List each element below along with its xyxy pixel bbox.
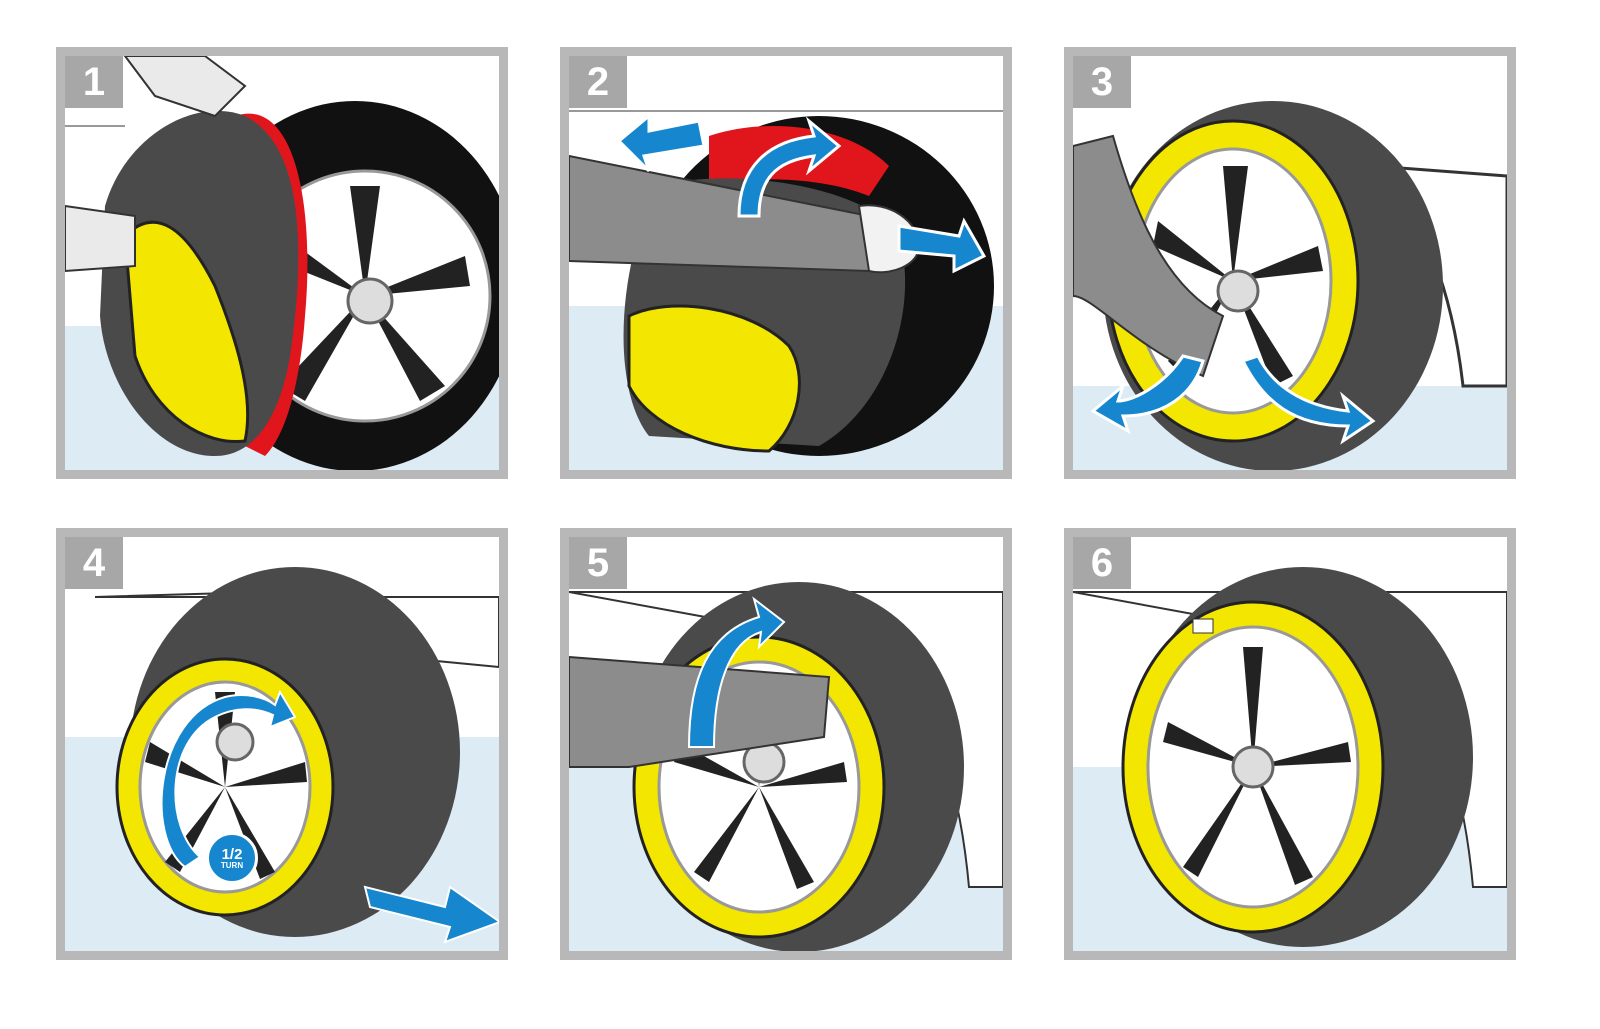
step-panel-1: 1 [56, 47, 508, 479]
push-arrow [363, 885, 499, 944]
hub [346, 277, 394, 325]
turn-fraction: 1/2 [221, 845, 243, 863]
hub [215, 722, 255, 762]
turn-word: TURN [220, 860, 244, 870]
step-6-illustration [1073, 567, 1507, 951]
lift-arrow [687, 596, 786, 748]
tuck-arrows [1090, 354, 1376, 445]
hub [1216, 269, 1260, 313]
hub [1231, 745, 1275, 789]
step-panel-6: 6 [1064, 528, 1516, 960]
step-number-badge: 6 [1073, 537, 1131, 589]
step-number-badge: 3 [1073, 56, 1131, 108]
step-number-badge: 4 [65, 537, 123, 589]
step-number-badge: 2 [569, 56, 627, 108]
step-2-illustration [569, 110, 1003, 470]
half-turn-badge: 1/2 TURN [206, 832, 258, 884]
step-4-illustration [65, 567, 499, 951]
step-1-illustration [65, 56, 499, 470]
rotate-arrow [160, 689, 297, 869]
arm [1073, 134, 1225, 378]
step-number-badge: 5 [569, 537, 627, 589]
step-panel-3: 3 [1064, 47, 1516, 479]
step-number-badge: 1 [65, 56, 123, 108]
step-panel-5: 5 [560, 528, 1012, 960]
step-5-illustration [569, 582, 1003, 951]
sock-label-tag [1192, 618, 1214, 634]
sock-yellow-edge [123, 220, 250, 444]
sleeve-left [65, 204, 136, 273]
rim-spokes [1163, 647, 1351, 885]
sleeve-top [123, 56, 247, 118]
sock-yellow-edge [627, 304, 801, 453]
step-panel-2: 2 [560, 47, 1012, 479]
step-panel-4: 4 1/2 TURN [56, 528, 508, 960]
pull-arrows [616, 112, 987, 274]
step-3-illustration [1073, 101, 1507, 470]
